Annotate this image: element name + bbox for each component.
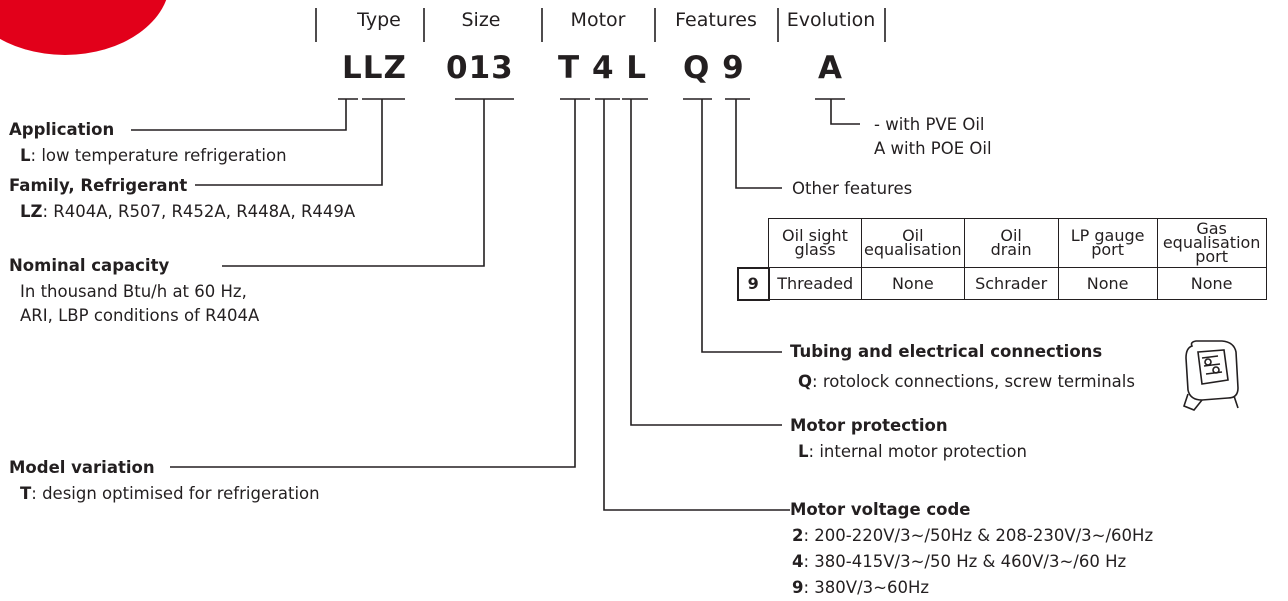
table-cell: Schrader bbox=[963, 267, 1059, 300]
voltage-item: 9: 380V/3~60Hz bbox=[792, 578, 930, 597]
code-type: LLZ bbox=[342, 50, 407, 86]
table-row: 9 Threaded None Schrader None None bbox=[737, 266, 1267, 301]
nominal-line1: In thousand Btu/h at 60 Hz, bbox=[20, 282, 247, 301]
tubing-title: Tubing and electrical connections bbox=[790, 342, 1103, 361]
motor-voltage-title: Motor voltage code bbox=[790, 500, 971, 519]
model-title: Model variation bbox=[9, 458, 155, 477]
other-features-label: Other features bbox=[792, 179, 913, 198]
table-cell: None bbox=[1156, 267, 1267, 300]
header-type: Type bbox=[357, 9, 401, 31]
header-motor: Motor bbox=[570, 9, 626, 31]
table-row-code: 9 bbox=[737, 266, 770, 301]
header-features: Features bbox=[675, 9, 757, 31]
code-evolution: A bbox=[818, 50, 843, 86]
motor-protection-title: Motor protection bbox=[790, 416, 948, 435]
evolution-line1: - with PVE Oil bbox=[874, 115, 985, 134]
voltage-item: 4: 380-415V/3~/50 Hz & 460V/3~/60 Hz bbox=[792, 552, 1127, 571]
code-size: 013 bbox=[446, 50, 514, 86]
evolution-line2: A with POE Oil bbox=[874, 139, 992, 158]
table-cell: None bbox=[1057, 267, 1158, 300]
nominal-line2: ARI, LBP conditions of R404A bbox=[20, 306, 260, 325]
tubing-desc: Q: rotolock connections, screw terminals bbox=[798, 372, 1135, 391]
table-cell: None bbox=[861, 267, 965, 300]
application-title: Application bbox=[9, 120, 115, 139]
code-motor: T 4 L bbox=[558, 50, 648, 86]
family-desc: LZ: R404A, R507, R452A, R448A, R449A bbox=[20, 202, 356, 221]
header-evolution: Evolution bbox=[786, 9, 876, 31]
motor-protection-desc: L: internal motor protection bbox=[798, 442, 1027, 461]
voltage-item: 2: 200-220V/3~/50Hz & 208-230V/3~/60Hz bbox=[792, 526, 1154, 545]
table-cell: Threaded bbox=[768, 267, 862, 300]
nominal-title: Nominal capacity bbox=[9, 256, 170, 275]
model-desc: T: design optimised for refrigeration bbox=[20, 484, 320, 503]
code-features: Q 9 bbox=[683, 50, 745, 86]
application-desc: L: low temperature refrigeration bbox=[20, 146, 287, 165]
family-title: Family, Refrigerant bbox=[9, 176, 188, 195]
header-size: Size bbox=[461, 9, 501, 31]
terminal-box-icon bbox=[1183, 340, 1239, 411]
